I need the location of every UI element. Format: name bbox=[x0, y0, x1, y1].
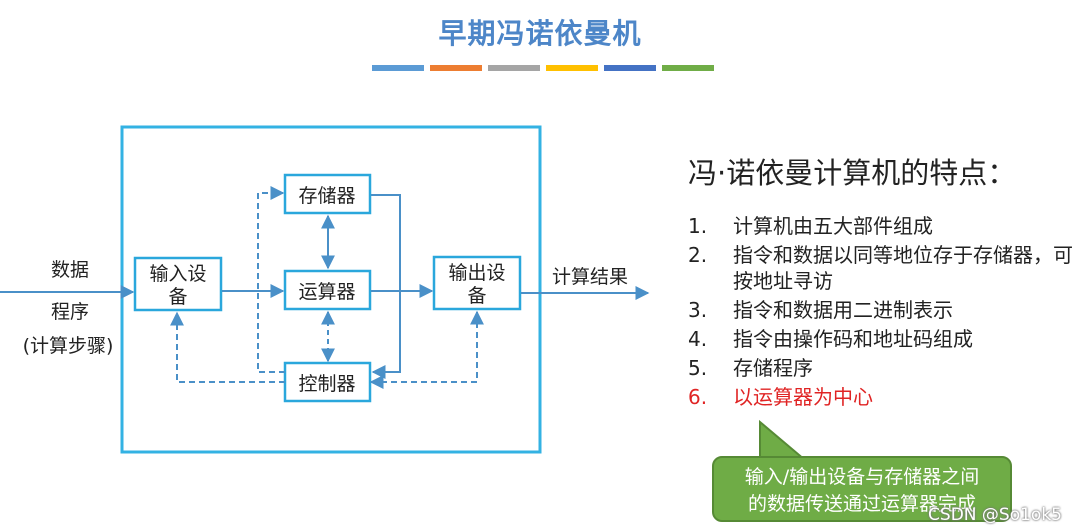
list-item: 4.指令由操作码和地址码组成 bbox=[688, 327, 973, 351]
output-device-label-line1: 输出设 bbox=[448, 262, 505, 284]
color-bar-2 bbox=[430, 65, 482, 71]
features-list: 1.计算机由五大部件组成 2.指令和数据以同等地位存于存储器，可按地址寻访 3.… bbox=[688, 213, 1073, 413]
list-item: 5.存储程序 bbox=[688, 356, 813, 380]
storage-box bbox=[283, 173, 372, 215]
color-bar-5 bbox=[604, 65, 656, 71]
list-item: 1.计算机由五大部件组成 bbox=[688, 214, 933, 238]
steps-label: (计算步骤) bbox=[23, 335, 114, 357]
control-to-input-dashed bbox=[170, 311, 285, 383]
alu-label: 运算器 bbox=[298, 281, 355, 303]
control-to-output-dashed bbox=[369, 310, 484, 389]
list-item: 3.指令和数据用二进制表示 bbox=[688, 298, 953, 322]
storage-label: 存储器 bbox=[298, 185, 355, 207]
alu-box bbox=[283, 269, 372, 311]
program-label: 程序 bbox=[51, 301, 89, 323]
input-device-box bbox=[133, 256, 223, 312]
list-item: 2.指令和数据以同等地位存于存储器，可按地址寻访 bbox=[688, 243, 1073, 293]
color-bar-6 bbox=[662, 65, 714, 71]
output-device-label-line2: 备 bbox=[467, 285, 486, 307]
list-item-highlighted: 6.以运算器为中心 bbox=[688, 385, 873, 409]
callout-note: 输入/输出设备与存储器之间 的数据传送通过运算器完成 bbox=[712, 456, 1012, 522]
output-device-box bbox=[432, 255, 522, 311]
input-device-label-line1: 输入设 bbox=[149, 263, 206, 285]
control-to-storage-dashed bbox=[257, 186, 285, 373]
features-title: 冯·诺依曼计算机的特点： bbox=[688, 156, 1017, 190]
result-label: 计算结果 bbox=[552, 266, 628, 288]
storage-to-output-arrow bbox=[371, 194, 432, 292]
storage-to-controller-arrow bbox=[371, 291, 401, 379]
color-bar-4 bbox=[546, 65, 598, 71]
color-bar-3 bbox=[488, 65, 540, 71]
input-device-label-line2: 备 bbox=[168, 286, 187, 308]
callout-line-2: 的数据传送通过运算器完成 bbox=[747, 493, 976, 515]
color-bar-1 bbox=[372, 65, 424, 71]
data-label: 数据 bbox=[51, 259, 89, 281]
controller-label: 控制器 bbox=[298, 373, 355, 395]
watermark: CSDN @So1ok5 bbox=[928, 505, 1062, 525]
page-title: 早期冯诺依曼机 bbox=[438, 17, 642, 50]
callout-line-1: 输入/输出设备与存储器之间 bbox=[744, 466, 980, 488]
